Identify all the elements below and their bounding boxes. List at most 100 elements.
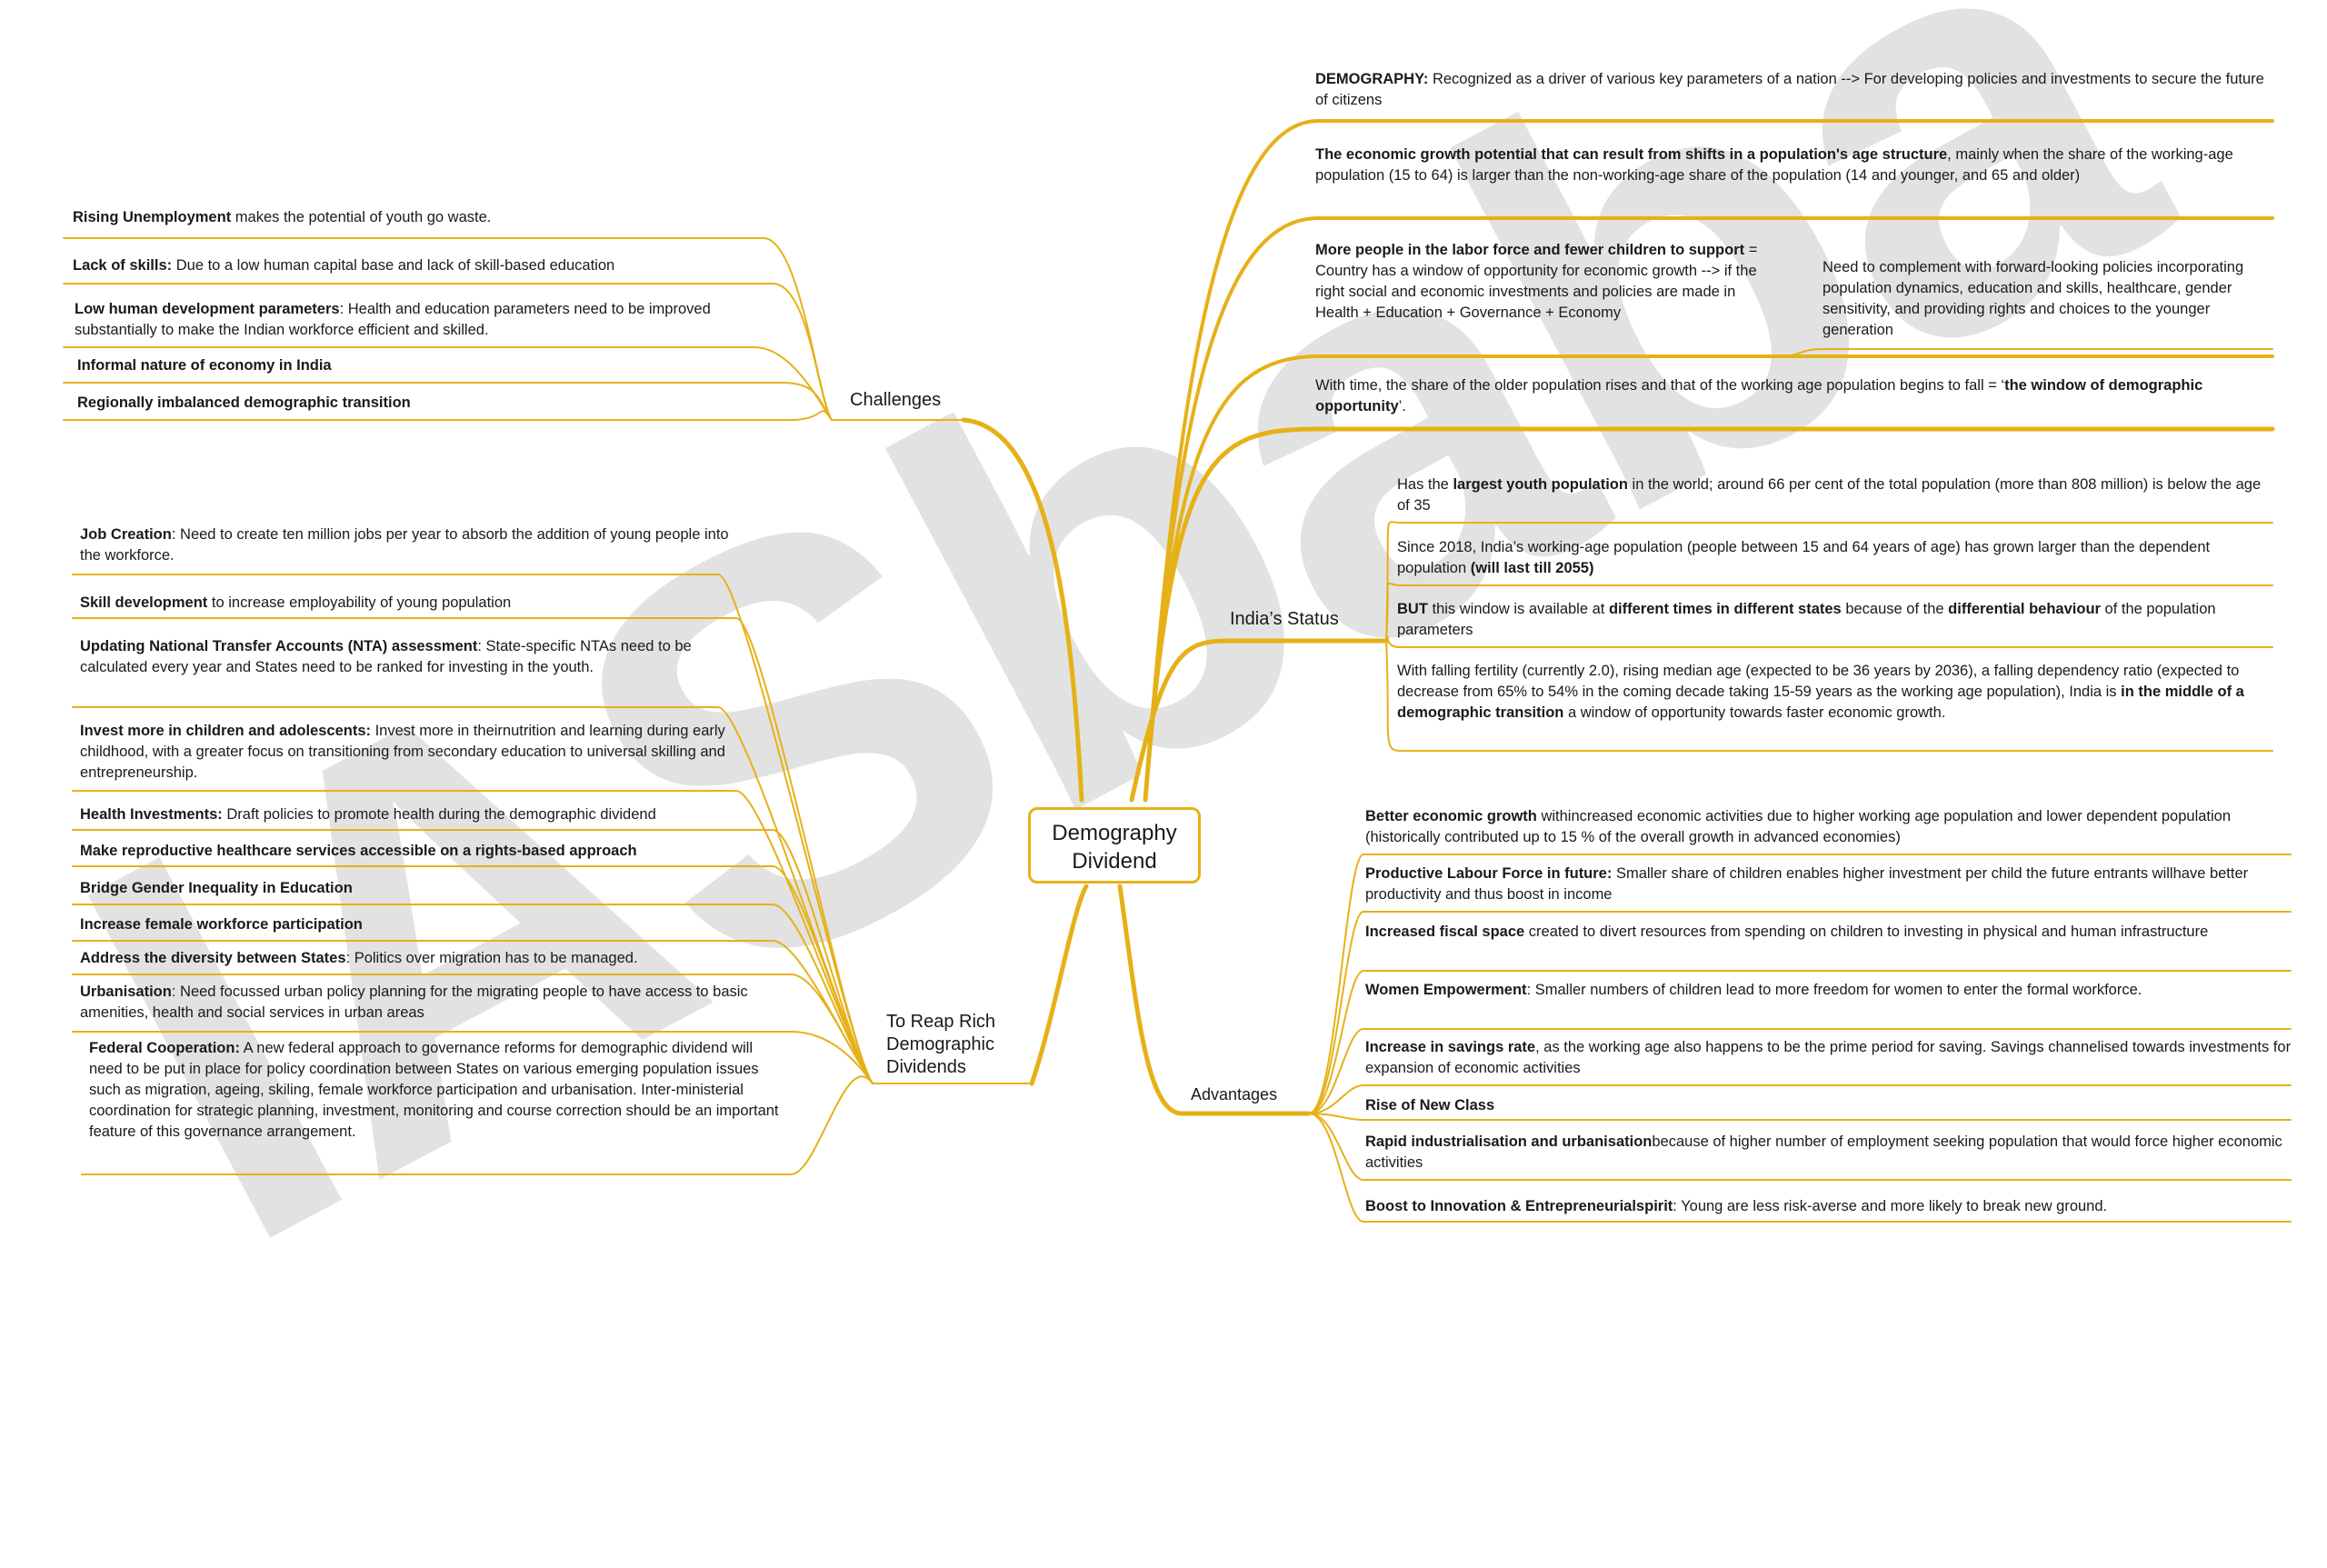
leaf-bold-text: Health Investments: bbox=[80, 806, 223, 823]
reap-item: Skill development to increase employabil… bbox=[80, 593, 753, 616]
leaf-text: created to divert resources from spendin… bbox=[1524, 924, 2209, 940]
advantages-branch bbox=[1117, 884, 1312, 1116]
leaf-text: ’. bbox=[1398, 398, 1406, 414]
intro-connector bbox=[1143, 426, 2275, 803]
advantage-connector bbox=[1308, 1113, 2292, 1181]
leaf-bold-text: Rising Unemployment bbox=[73, 209, 232, 225]
advantage-connector bbox=[1308, 854, 2292, 1114]
india-status-connector bbox=[1385, 640, 2273, 752]
leaf-bold-text: in the middle of a demographic transitio… bbox=[1397, 684, 2244, 721]
leaf-bold-text: Informal nature of economy in India bbox=[77, 357, 332, 374]
challenge-item: Regionally imbalanced demographic transi… bbox=[77, 393, 786, 416]
advantage-item: Rapid industrialisation and urbanisation… bbox=[1365, 1132, 2283, 1176]
reap-item: Make reproductive healthcare services ac… bbox=[80, 841, 807, 864]
advantage-item: Boost to Innovation & Entrepreneurialspi… bbox=[1365, 1196, 2302, 1220]
reap-item: Address the diversity between States: Po… bbox=[80, 948, 807, 972]
reap-branch bbox=[1029, 884, 1089, 1086]
leaf-bold-text: Increase female workforce participation bbox=[80, 916, 363, 933]
advantage-connector bbox=[1308, 970, 2292, 1114]
reap-connector bbox=[72, 617, 874, 1084]
leaf-text: Has the bbox=[1397, 476, 1453, 493]
branch-reap-line-3: Dividends bbox=[886, 1057, 966, 1077]
leaf-text: this window is available at bbox=[1427, 601, 1609, 617]
leaf-bold-text: Urbanisation bbox=[80, 984, 172, 1000]
branch-challenges: Challenges bbox=[850, 390, 942, 410]
leaf-bold-text: Rapid industrialisation and urbanisation bbox=[1365, 1134, 1653, 1150]
leaf-text: makes the potential of youth go waste. bbox=[231, 209, 492, 225]
leaf-bold-text: Women Empowerment bbox=[1365, 982, 1527, 998]
leaf-text: , as the working age also happens to be … bbox=[1365, 1039, 2292, 1076]
leaf-text: : Young are less risk-averse and more li… bbox=[1673, 1198, 2108, 1214]
leaf-bold-text: different times in different states bbox=[1608, 601, 1842, 617]
advantage-item: Productive Labour Force in future: Small… bbox=[1365, 864, 2283, 908]
reap-item: Federal Cooperation: A new federal appro… bbox=[89, 1038, 780, 1145]
advantage-item: Increase in savings rate, as the working… bbox=[1365, 1037, 2302, 1082]
challenge-item: Low human development parameters: Health… bbox=[75, 299, 784, 344]
leaf-text: Since 2018, India’s working-age populati… bbox=[1397, 539, 2211, 576]
india-status-item: Since 2018, India’s working-age populati… bbox=[1397, 537, 2270, 582]
advantage-item: Better economic growth withincreased eco… bbox=[1365, 806, 2283, 851]
leaf-bold-text: the window of demographic opportunity bbox=[1315, 377, 2203, 414]
branch-reap-line-2: Demographic bbox=[886, 1034, 994, 1054]
reap-item: Health Investments: Draft policies to pr… bbox=[80, 804, 807, 828]
reap-item: Updating National Transfer Accounts (NTA… bbox=[80, 636, 753, 681]
leaf-text: : Need to create ten million jobs per ye… bbox=[80, 526, 729, 564]
leaf-bold-text: Job Creation bbox=[80, 526, 172, 543]
india-status-branch bbox=[1129, 638, 1389, 803]
advantage-connector bbox=[1308, 1028, 2292, 1114]
leaf-bold-text: (will last till 2055) bbox=[1470, 560, 1594, 576]
challenge-item: Informal nature of economy in India bbox=[77, 355, 786, 379]
reap-connector bbox=[72, 865, 874, 1084]
leaf-bold-text: largest youth population bbox=[1453, 476, 1628, 493]
leaf-bold-text: Address the diversity between States bbox=[80, 950, 346, 966]
leaf-bold-text: More people in the labor force and fewer… bbox=[1315, 242, 1745, 258]
branch-advantages: Advantages bbox=[1191, 1085, 1278, 1104]
leaf-bold-text: Updating National Transfer Accounts (NTA… bbox=[80, 638, 478, 654]
leaf-text: : Smaller numbers of children lead to mo… bbox=[1526, 982, 2142, 998]
leaf-text: : Need focussed urban policy planning fo… bbox=[80, 984, 748, 1021]
root-node: Demography Dividend bbox=[1028, 807, 1201, 884]
india-status-item: BUT this window is available at differen… bbox=[1397, 599, 2270, 644]
leaf-text: withincreased economic activities due to… bbox=[1365, 808, 2232, 845]
intro-side-note: Need to complement with forward-looking … bbox=[1823, 257, 2277, 344]
leaf-text: Invest more in theirnutrition and learni… bbox=[80, 723, 725, 781]
leaf-text: a window of opportunity towards faster e… bbox=[1563, 704, 1946, 721]
leaf-text: Draft policies to promote health during … bbox=[222, 806, 656, 823]
mind-map: IASbaba Demography Dividend Challenges T… bbox=[0, 0, 2302, 1362]
leaf-text: With falling fertility (currently 2.0), … bbox=[1397, 663, 2240, 700]
reap-connector bbox=[81, 1075, 874, 1175]
leaf-bold-text: Make reproductive healthcare services ac… bbox=[80, 843, 637, 859]
advantage-connector bbox=[1308, 1084, 2292, 1114]
reap-connector bbox=[72, 1031, 874, 1084]
leaf-text: Need to complement with forward-looking … bbox=[1823, 259, 2244, 338]
leaf-text: Due to a low human capital base and lack… bbox=[172, 257, 615, 274]
india-status-item: Has the largest youth population in the … bbox=[1397, 474, 2270, 519]
leaf-bold-text: BUT bbox=[1397, 601, 1428, 617]
leaf-bold-text: Regionally imbalanced demographic transi… bbox=[77, 394, 411, 411]
root-line-1: Demography bbox=[1052, 821, 1177, 845]
leaf-bold-text: Increase in savings rate bbox=[1365, 1039, 1536, 1055]
connector-lines bbox=[63, 119, 2292, 1223]
intro-item: More people in the labor force and fewer… bbox=[1315, 240, 1770, 326]
branch-reap-line-1: To Reap Rich bbox=[886, 1012, 996, 1032]
leaf-bold-text: Low human development parameters bbox=[75, 301, 340, 317]
leaf-text: : Health and education parameters need t… bbox=[75, 301, 711, 338]
leaf-text: Smaller share of children enables higher… bbox=[1365, 865, 2249, 903]
leaf-bold-text: Increased fiscal space bbox=[1365, 924, 1525, 940]
advantage-item: Increased fiscal space created to divert… bbox=[1365, 922, 2283, 945]
advantage-connector bbox=[1308, 911, 2292, 1114]
challenges-branch bbox=[961, 417, 1084, 803]
leaf-bold-text: DEMOGRAPHY: bbox=[1315, 71, 1429, 87]
advantage-connector bbox=[1308, 1113, 2292, 1121]
india-status-item: With falling fertility (currently 2.0), … bbox=[1397, 661, 2270, 726]
leaf-text: to increase employability of young popul… bbox=[207, 594, 512, 611]
challenge-connector bbox=[63, 283, 833, 421]
challenge-item: Lack of skills: Due to a low human capit… bbox=[73, 255, 800, 279]
leaf-bold-text: Skill development bbox=[80, 594, 208, 611]
leaf-text: With time, the share of the older popula… bbox=[1315, 377, 2005, 394]
leaf-text: : Politics over migration has to be mana… bbox=[345, 950, 638, 966]
leaf-bold-text: differential behaviour bbox=[1948, 601, 2101, 617]
advantage-connector bbox=[1308, 1113, 2292, 1223]
leaf-bold-text: Better economic growth bbox=[1365, 808, 1537, 824]
reap-connector bbox=[72, 974, 874, 1084]
